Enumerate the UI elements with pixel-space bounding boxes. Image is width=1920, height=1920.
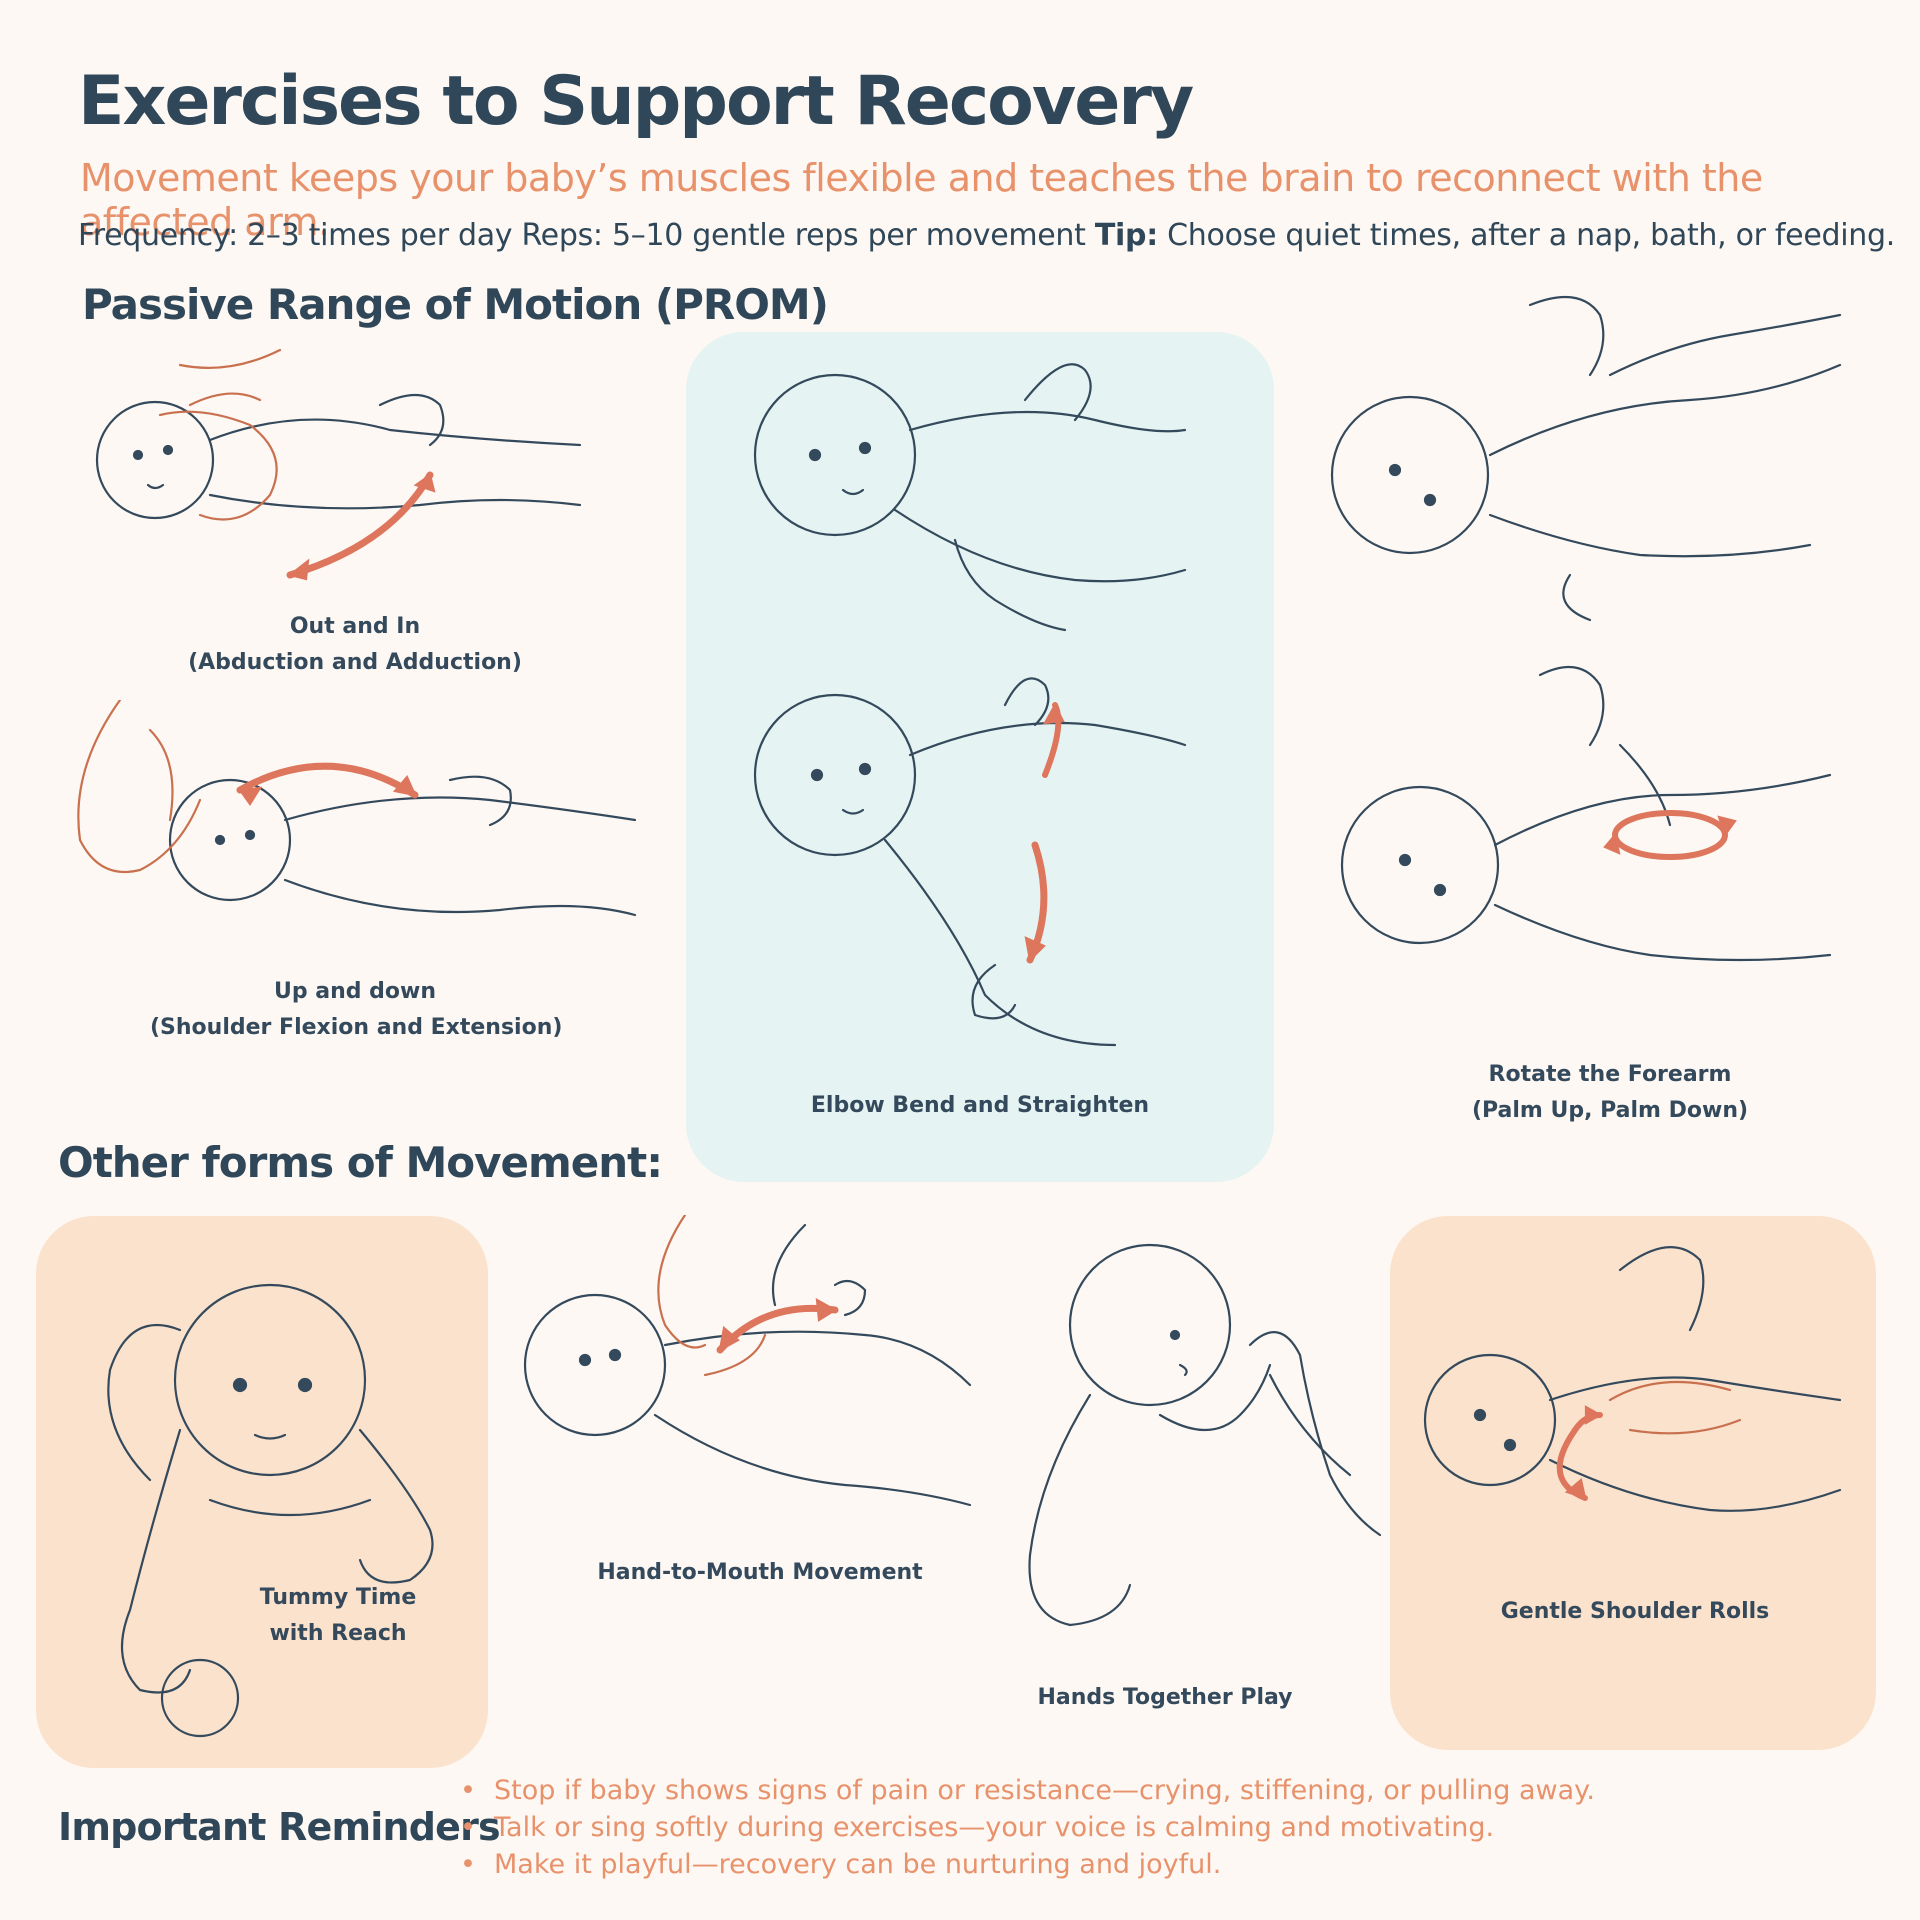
reminder-item: •Stop if baby shows signs of pain or res… [460,1775,1595,1806]
page-subtitle: Movement keeps your baby’s muscles flexi… [80,156,1763,244]
rotate-forearm-illustration-bottom [1330,655,1850,1015]
rotate-forearm-illustration-top [1310,285,1850,625]
reminders-heading: Important Reminders [58,1805,501,1849]
shoulder-rolls-label: Gentle Shoulder Rolls [1500,1599,1770,1624]
elbow-bend-illustration-bottom [735,665,1205,1065]
reminder-item: •Make it playful—recovery can be nurturi… [460,1849,1222,1880]
out-and-in-label: Out and In (Abduction and Adduction) [188,614,522,675]
out-and-in-illustration [60,345,600,585]
hands-together-label: Hands Together Play [1037,1685,1293,1710]
elbow-bend-label: Elbow Bend and Straighten [810,1093,1150,1118]
elbow-panel [686,332,1274,1182]
page-title: Exercises to Support Recovery [78,62,1194,141]
up-and-down-illustration [60,700,640,940]
tummy-time-label: Tummy Time with Reach [259,1585,417,1646]
hand-to-mouth-illustration [505,1215,975,1515]
prom-heading: Passive Range of Motion (PROM) [82,280,829,329]
elbow-bend-illustration-top [735,340,1205,640]
tummy-time-illustration [70,1230,470,1750]
hands-together-illustration [1010,1215,1390,1635]
reminders-list: •Stop if baby shows signs of pain or res… [460,1772,1595,1883]
other-movement-heading: Other forms of Movement: [58,1138,663,1187]
tip-text: Choose quiet times, after a nap, bath, o… [1167,218,1895,253]
frequency-text: Frequency: 2–3 times per day Reps: 5–10 … [78,218,1086,253]
shoulder-rolls-illustration [1410,1230,1850,1530]
frequency-info: Frequency: 2–3 times per day Reps: 5–10 … [78,218,1895,253]
hand-to-mouth-label: Hand-to-Mouth Movement [597,1560,923,1585]
tummy-time-panel [36,1216,488,1768]
rotate-forearm-label: Rotate the Forearm (Palm Up, Palm Down) [1471,1062,1749,1123]
up-and-down-label: Up and down (Shoulder Flexion and Extens… [150,979,563,1040]
reminder-item: •Talk or sing softly during exercises—yo… [460,1812,1495,1843]
tip-label: Tip: [1094,218,1158,253]
